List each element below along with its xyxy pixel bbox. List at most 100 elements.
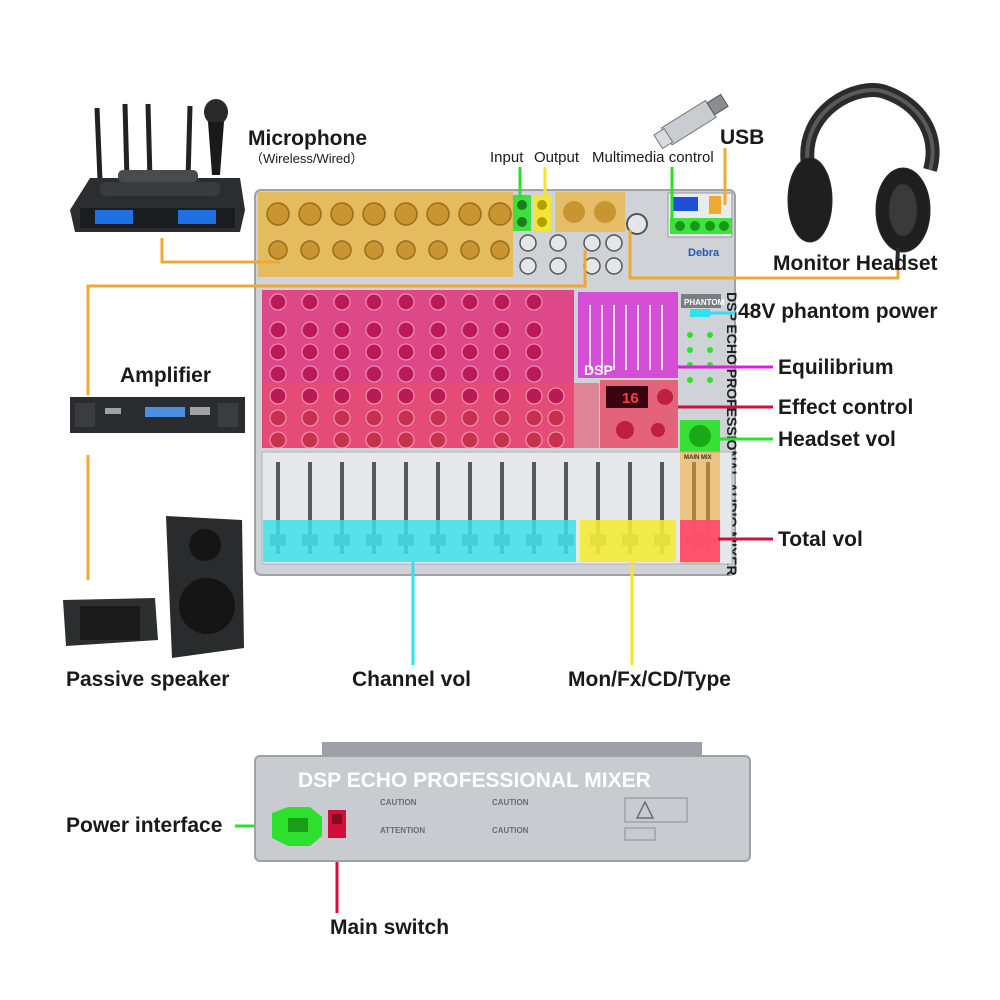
label-power-interface: Power interface	[66, 814, 222, 837]
knob	[525, 293, 543, 311]
knob	[333, 387, 351, 405]
fader-track	[500, 462, 504, 554]
knob	[397, 365, 415, 383]
passive-speakers	[63, 516, 244, 658]
knob	[493, 409, 511, 427]
knob	[333, 409, 351, 427]
knob	[269, 321, 287, 339]
fader-track	[532, 462, 536, 554]
label-effect-control: Effect control	[778, 396, 913, 419]
mon-fx-zone	[580, 520, 676, 562]
usb-stick	[653, 93, 729, 150]
label-monitor-headset: Monitor Headset	[773, 252, 938, 275]
media-buttons-zone	[670, 218, 732, 234]
knob	[397, 321, 415, 339]
rear-caution-2: CAUTION	[492, 798, 529, 807]
label-microphone-sub: （Wireless/Wired）	[250, 151, 363, 166]
knob	[429, 365, 447, 383]
label-equilibrium: Equilibrium	[778, 356, 894, 379]
knob	[493, 321, 511, 339]
knob	[365, 365, 383, 383]
knob	[547, 409, 565, 427]
fader-track	[276, 462, 280, 554]
effect-display-value: 16	[622, 390, 639, 407]
knob	[429, 343, 447, 361]
knob	[525, 409, 543, 427]
knob	[333, 365, 351, 383]
knob	[365, 409, 383, 427]
knob	[301, 365, 319, 383]
knob	[333, 343, 351, 361]
label-passive-speaker: Passive speaker	[66, 668, 229, 691]
main-mix-label: MAIN MIX	[684, 455, 712, 461]
label-usb: USB	[720, 126, 764, 149]
knob	[429, 293, 447, 311]
knob	[461, 343, 479, 361]
knob	[525, 387, 543, 405]
knob	[333, 431, 351, 449]
fader-track	[372, 462, 376, 554]
fader-track	[340, 462, 344, 554]
knob	[301, 321, 319, 339]
rear-warning-icon	[635, 800, 655, 819]
label-output: Output	[534, 149, 580, 166]
label-total-vol: Total vol	[778, 528, 863, 551]
effect-display	[606, 386, 648, 408]
knob	[365, 293, 383, 311]
knob	[301, 343, 319, 361]
phantom-led	[690, 309, 710, 317]
knob	[333, 293, 351, 311]
knob	[397, 431, 415, 449]
label-channel-vol: Channel vol	[352, 668, 471, 691]
knob	[365, 343, 383, 361]
knob	[461, 387, 479, 405]
phantom-button-area	[681, 294, 721, 308]
aux-jacks	[519, 234, 623, 275]
fader-track	[436, 462, 440, 554]
input-sockets	[266, 202, 512, 260]
phantom-button-label: PHANTOM	[684, 298, 725, 307]
label-multimedia-control: Multimedia control	[592, 149, 714, 166]
fader-track	[404, 462, 408, 554]
total-vol-zone	[680, 520, 720, 562]
knob	[397, 343, 415, 361]
knob	[461, 321, 479, 339]
brand-logo: Debra	[688, 247, 720, 259]
dsp-logo: DSP	[584, 362, 613, 378]
knob	[493, 293, 511, 311]
handheld-microphone	[204, 99, 228, 175]
fader-track	[468, 462, 472, 554]
rear-caution-3: CAUTION	[492, 826, 529, 835]
knob	[301, 409, 319, 427]
knob	[397, 387, 415, 405]
mixer-top-view: Debra DSP 16 PHANTOM DSP ECHO PROFESSIO	[254, 189, 740, 576]
knob	[301, 431, 319, 449]
knob	[397, 409, 415, 427]
label-headset-vol: Headset vol	[778, 428, 896, 451]
knob	[461, 431, 479, 449]
knob	[301, 387, 319, 405]
fader-track	[628, 462, 632, 554]
knob	[461, 409, 479, 427]
knob	[365, 387, 383, 405]
rear-caution-1: CAUTION	[380, 798, 417, 807]
knob	[333, 321, 351, 339]
knob	[429, 321, 447, 339]
amplifier-device	[70, 397, 245, 433]
knob	[547, 431, 565, 449]
knob	[269, 387, 287, 405]
knob	[269, 431, 287, 449]
fader-track	[660, 462, 664, 554]
knob	[525, 365, 543, 383]
phones-jack	[626, 213, 648, 235]
label-amplifier: Amplifier	[120, 364, 211, 387]
rear-title: DSP ECHO PROFESSIONAL MIXER	[298, 769, 651, 792]
knob	[429, 409, 447, 427]
label-microphone: Microphone	[248, 127, 367, 150]
fader-track	[308, 462, 312, 554]
knob	[269, 293, 287, 311]
knob	[493, 431, 511, 449]
label-input: Input	[490, 149, 524, 166]
wire-amplifier	[86, 250, 587, 395]
headphones	[787, 83, 940, 271]
